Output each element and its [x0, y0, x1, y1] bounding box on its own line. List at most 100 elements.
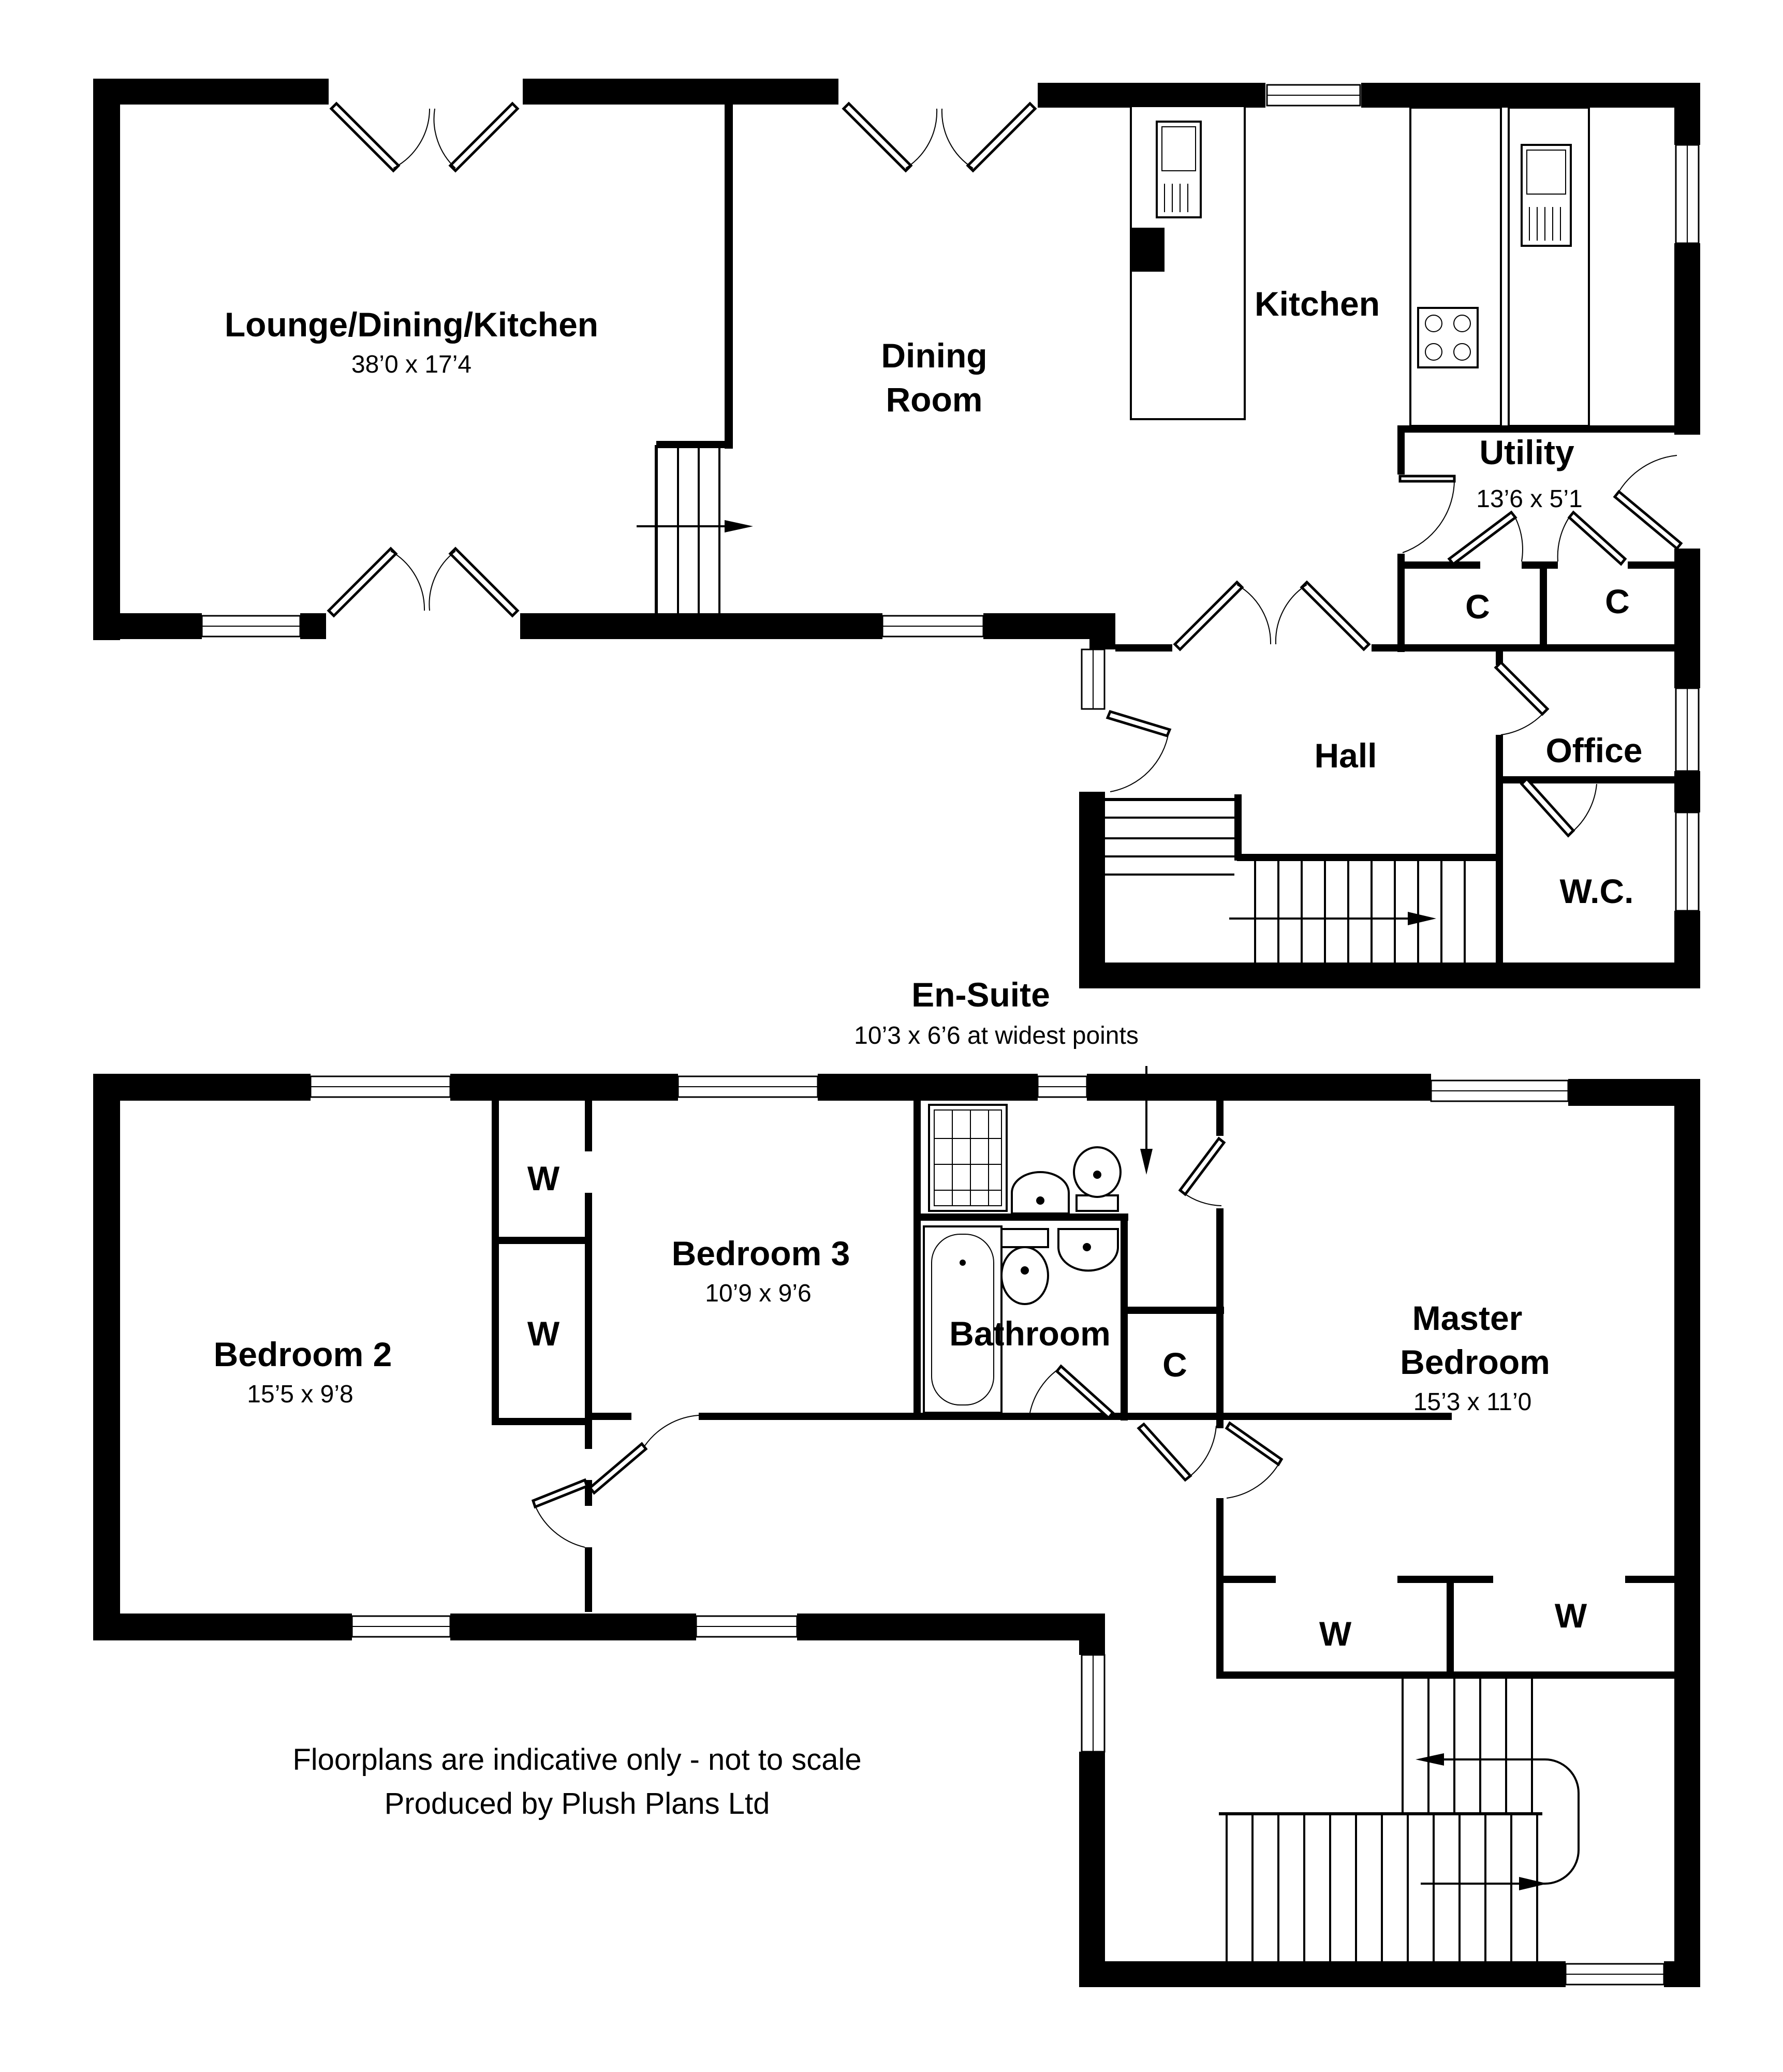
door — [588, 1415, 699, 1495]
cupboard-label: C — [1605, 582, 1630, 620]
wall — [913, 1100, 921, 1418]
wall — [1496, 644, 1503, 665]
wall — [1628, 561, 1682, 569]
wall — [797, 1614, 1105, 1640]
staircase — [637, 445, 753, 613]
wall — [585, 1100, 592, 1151]
door — [1557, 510, 1627, 566]
wall — [1674, 1079, 1700, 1987]
window — [351, 1615, 451, 1638]
door — [1613, 455, 1683, 551]
window — [1266, 84, 1361, 107]
wall — [1597, 776, 1682, 783]
window — [1675, 144, 1700, 244]
wall — [1079, 963, 1700, 988]
wall — [1447, 1576, 1454, 1677]
disclaimer-text: Floorplans are indicative only - not to … — [292, 1743, 861, 1777]
hob — [1417, 307, 1479, 368]
shower-tray — [928, 1104, 1008, 1212]
basin — [1011, 1171, 1070, 1215]
window — [201, 615, 301, 638]
wardrobe-label: W — [1555, 1596, 1587, 1635]
wall — [1216, 1208, 1224, 1428]
kitchen-worktop — [1409, 107, 1590, 427]
wardrobe-label: W — [1319, 1615, 1352, 1653]
window — [695, 1615, 798, 1638]
toilet — [1073, 1146, 1122, 1212]
wall — [492, 1237, 587, 1244]
cupboard-label: C — [1465, 587, 1490, 626]
french-door — [842, 101, 1037, 173]
wall — [1674, 83, 1700, 145]
room-name-kitchen: Kitchen — [1255, 285, 1380, 323]
wall — [585, 1413, 631, 1420]
wall — [300, 613, 326, 639]
wall — [450, 1614, 696, 1640]
wall — [1121, 1307, 1224, 1314]
wall — [93, 1074, 311, 1101]
room-name-office: Office — [1545, 731, 1642, 769]
room-name-hall: Hall — [1314, 736, 1377, 775]
wall — [93, 1614, 352, 1640]
door — [1494, 660, 1550, 735]
wall — [1079, 1614, 1105, 1655]
room-name-wc: W.C. — [1560, 872, 1634, 910]
ground-floor: Lounge/Dining/Kitchen 38’0 x 17’4 Dining… — [93, 79, 1700, 988]
en-suite-pointer — [1140, 1066, 1153, 1175]
wall — [93, 79, 329, 105]
wall — [585, 1193, 592, 1449]
kitchen-island — [1130, 105, 1246, 420]
first-floor: En-Suite 10’3 x 6’6 at widest points Bed… — [93, 975, 1700, 1987]
staircase — [1105, 798, 1496, 963]
wall — [523, 79, 838, 105]
wall — [492, 1100, 499, 1216]
wall — [520, 613, 882, 639]
wall — [1216, 1100, 1224, 1136]
room-size-ensuite: 10’3 x 6’6 at widest points — [854, 1022, 1139, 1049]
wall — [1234, 794, 1242, 859]
basin — [1057, 1228, 1119, 1272]
room-name-bedroom2: Bedroom 2 — [214, 1335, 392, 1373]
door — [1398, 475, 1456, 553]
window — [310, 1075, 451, 1098]
wall — [1674, 549, 1700, 688]
window — [1430, 1079, 1569, 1102]
french-door — [329, 101, 520, 173]
room-name-ensuite: En-Suite — [911, 975, 1050, 1014]
french-door — [327, 546, 520, 618]
toilet — [1000, 1228, 1049, 1305]
bathtub — [923, 1225, 1003, 1414]
wall — [1115, 644, 1172, 652]
room-name-bathroom: Bathroom — [949, 1314, 1111, 1353]
cupboard-label: C — [1162, 1345, 1187, 1384]
wall — [1079, 1961, 1566, 1987]
wall — [1361, 83, 1698, 108]
room-name-master-line2: Bedroom — [1400, 1343, 1550, 1381]
wall — [1496, 735, 1503, 963]
wall — [1397, 561, 1480, 569]
window — [1675, 811, 1700, 912]
room-name-dining-line1: Dining — [881, 336, 987, 375]
room-size-utility: 13’6 x 5’1 — [1476, 485, 1582, 513]
room-size-bedroom2: 15’5 x 9’8 — [247, 1381, 353, 1408]
french-door — [1173, 580, 1371, 652]
door — [1447, 510, 1523, 566]
wall — [1121, 1213, 1128, 1418]
staircase — [1219, 1677, 1580, 1961]
door — [1137, 1422, 1217, 1482]
wall — [699, 1413, 1452, 1420]
wall — [93, 1074, 120, 1640]
wall — [913, 1213, 1128, 1221]
wall — [1397, 425, 1682, 433]
wall — [656, 441, 733, 448]
door — [1029, 1364, 1115, 1420]
wall — [1540, 561, 1547, 649]
wall — [1079, 1752, 1105, 1987]
wall — [818, 1074, 1038, 1101]
window — [1675, 687, 1700, 772]
wall — [1079, 792, 1105, 988]
window — [1037, 1075, 1088, 1098]
wall — [492, 1413, 499, 1420]
window — [677, 1075, 819, 1098]
